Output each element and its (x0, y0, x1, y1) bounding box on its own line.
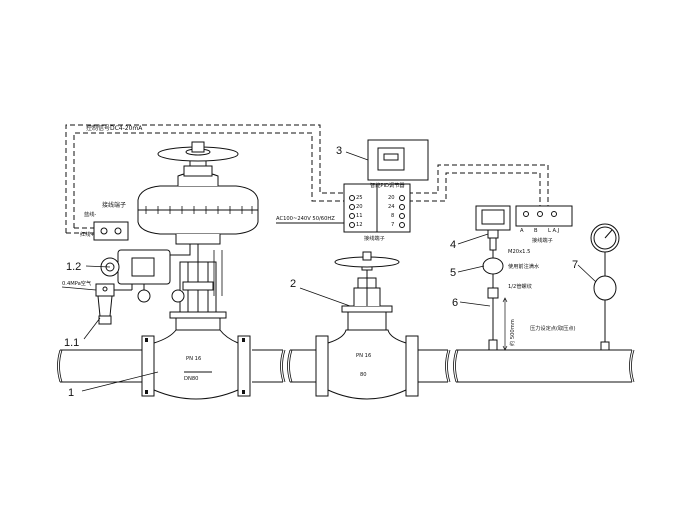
callout-7: 7 (572, 259, 578, 271)
air-supply-label: 0.4MPa空气 (62, 279, 91, 287)
valve2-pn-label: PN 16 (356, 353, 371, 359)
term-a-label: A (520, 228, 524, 234)
water-note-label: 使用前注满水 (508, 262, 540, 270)
pipe-middle (287, 349, 451, 383)
terminal-left-1: 25 (356, 195, 363, 201)
terminal-block-label: 接线端子 (364, 234, 385, 242)
transmitter-box-label: 接线端子 (532, 236, 553, 244)
terminal-right-2: 24 (388, 204, 395, 210)
pipe-thread-label: 1/2管螺纹 (508, 282, 533, 290)
callout-5: 5 (450, 267, 456, 279)
callout-leaders (61, 151, 597, 392)
red-wire-label: 红线+ (80, 230, 95, 238)
callout-1-2: 1.2 (66, 261, 81, 273)
junction-box-label: 接线端子 (102, 201, 126, 209)
terminal-left-4: 12 (356, 222, 363, 228)
terminal-right-1: 20 (388, 195, 395, 201)
term-l-label: L A.J (548, 228, 560, 234)
callout-3: 3 (336, 145, 342, 157)
valve1-dn-label: DN80 (184, 376, 198, 382)
callout-6: 6 (452, 297, 458, 309)
length-label: 约 500mm (508, 319, 516, 346)
callout-1: 1 (68, 387, 74, 399)
terminal-right-4: 7 (391, 222, 394, 228)
signal-wiring (65, 124, 549, 234)
pipe-right (453, 349, 635, 383)
valve2-dn-label: 80 (360, 372, 367, 378)
thread-label: M20x1.5 (508, 249, 530, 255)
terminal-left-3: 11 (356, 213, 363, 219)
control-signal-label: 控制信号DC4-20mA (86, 124, 143, 132)
blue-wire-label: 蓝线- (84, 210, 96, 218)
pressure-gauge (590, 223, 620, 351)
pid-title: 智能PID调节器 (370, 181, 405, 189)
callout-1-1: 1.1 (64, 337, 79, 349)
term-b-label: B (534, 228, 538, 234)
power-label: AC100~240V 50/60HZ (276, 216, 335, 222)
pipe-left (57, 349, 286, 383)
pressure-point-label: 压力设定点(取压点) (530, 324, 576, 332)
pressure-transmitter (475, 205, 573, 351)
control-valve-1 (93, 141, 259, 400)
terminal-right-3: 8 (391, 213, 394, 219)
callout-2: 2 (290, 278, 296, 290)
valve1-pn-label: PN 16 (186, 356, 201, 362)
terminal-left-2: 20 (356, 204, 363, 210)
gate-valve-2 (315, 251, 419, 400)
callout-4: 4 (450, 239, 456, 251)
